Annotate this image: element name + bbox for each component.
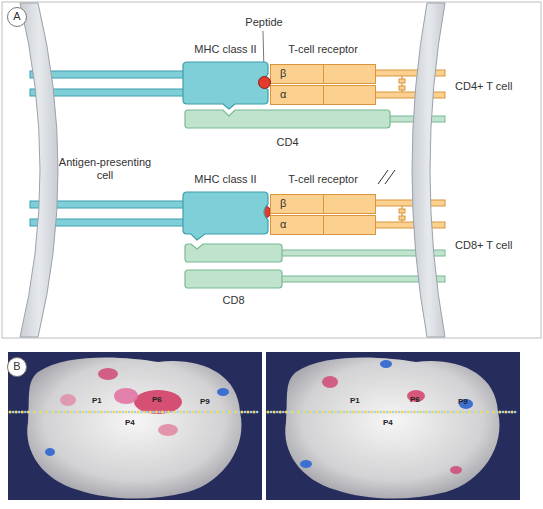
peptide-chain bbox=[10, 411, 260, 414]
charge-patch bbox=[450, 466, 462, 474]
charge-patch bbox=[60, 394, 76, 406]
pocket-label: P9 bbox=[200, 397, 210, 407]
disulfide-link bbox=[399, 86, 405, 90]
charge-patch bbox=[322, 376, 338, 388]
panel-frame bbox=[2, 2, 541, 338]
coreceptor-bar: CD4 bbox=[185, 110, 390, 128]
receptor-chain: β bbox=[270, 64, 376, 84]
panel-badge: B bbox=[7, 357, 27, 377]
cell-membrane bbox=[20, 3, 58, 337]
charge-patch bbox=[45, 448, 55, 456]
mhc-molecule-outline bbox=[183, 62, 268, 104]
part-label: Peptide bbox=[245, 16, 282, 29]
image-ground bbox=[266, 352, 520, 500]
disulfide-link bbox=[399, 209, 405, 213]
charge-patch bbox=[380, 360, 392, 368]
cell-label: CD4+ T cell bbox=[455, 80, 512, 93]
receptor-chain: α bbox=[270, 85, 376, 105]
image-ground bbox=[8, 352, 262, 500]
receptor-chain: α bbox=[270, 215, 376, 235]
cell-label: CD8+ T cell bbox=[455, 239, 512, 252]
peptide-dot: Peptide bbox=[258, 76, 271, 89]
peptide-chain bbox=[268, 411, 518, 414]
peptide-chain bbox=[268, 411, 518, 414]
pocket-label: P6 bbox=[152, 395, 162, 405]
charge-patch bbox=[217, 388, 229, 396]
charge-patch bbox=[158, 424, 178, 436]
coreceptor-bar: CD8 bbox=[185, 244, 282, 288]
part-label: T-cell receptor bbox=[288, 43, 358, 56]
surface-image bbox=[266, 352, 520, 500]
tcr-stalk bbox=[374, 222, 445, 228]
charge-patch bbox=[114, 388, 138, 404]
molecule-surface bbox=[285, 358, 499, 499]
part-label: MHC class II bbox=[194, 173, 256, 186]
charge-patch bbox=[300, 460, 312, 468]
pocket-label: P1 bbox=[92, 396, 102, 406]
receptor-chain: β bbox=[270, 194, 376, 214]
part-text: B bbox=[13, 360, 20, 373]
mhc-molecule: MHC class II bbox=[183, 192, 268, 234]
charge-patch bbox=[98, 368, 118, 380]
cell-membrane bbox=[412, 3, 445, 337]
mhc-molecule: MHC class II bbox=[183, 62, 268, 104]
peptide-chain bbox=[10, 411, 260, 414]
part-text: β bbox=[280, 197, 286, 210]
disulfide-link bbox=[399, 79, 405, 83]
part-label: CD4 bbox=[276, 136, 298, 149]
receptor-group: βαT-cell receptor bbox=[270, 64, 376, 105]
molecule-surface bbox=[27, 358, 241, 499]
coreceptor-bar-shape bbox=[185, 110, 390, 128]
coreceptor-bar-outline bbox=[185, 110, 390, 128]
charge-patch bbox=[134, 390, 182, 414]
part-text: β bbox=[280, 67, 286, 80]
mhc-molecule-shape bbox=[183, 62, 268, 109]
pocket-label: P1 bbox=[350, 396, 360, 406]
tcr-stalk bbox=[374, 200, 445, 206]
mhc-molecule-outline bbox=[183, 192, 268, 234]
part-text: α bbox=[280, 88, 286, 101]
panel-badge: A bbox=[7, 7, 27, 27]
surface-image bbox=[8, 352, 262, 500]
break-mark bbox=[385, 170, 395, 184]
part-label: MHC class II bbox=[194, 43, 256, 56]
part-text: α bbox=[280, 218, 286, 231]
pocket-label: P4 bbox=[383, 418, 393, 428]
mhc-stalk bbox=[30, 71, 185, 78]
pocket-label: P6 bbox=[410, 395, 420, 405]
disulfide-link bbox=[399, 216, 405, 220]
part-label: T-cell receptor bbox=[288, 173, 358, 186]
receptor-group: βαT-cell receptor bbox=[270, 194, 376, 235]
part-label: CD8 bbox=[222, 294, 244, 307]
tcr-stalk bbox=[374, 92, 445, 98]
mhc-molecule-shape bbox=[183, 192, 268, 240]
cell-label: Antigen-presenting cell bbox=[58, 156, 152, 182]
part-text: A bbox=[13, 10, 20, 23]
pocket-label: P9 bbox=[458, 397, 468, 407]
coreceptor-bar-shape bbox=[185, 244, 282, 288]
coreceptor-bar-outline bbox=[185, 244, 282, 288]
pocket-label: P4 bbox=[125, 418, 135, 428]
